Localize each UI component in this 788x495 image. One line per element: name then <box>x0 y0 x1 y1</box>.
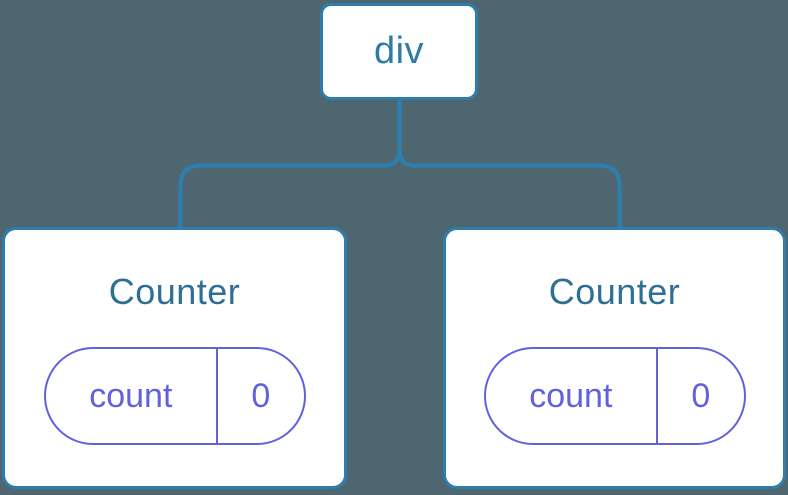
state-value: 0 <box>691 376 711 415</box>
state-pill: count 0 <box>483 347 746 446</box>
counter-title: Counter <box>108 271 241 312</box>
connector-right-branch <box>397 100 622 228</box>
state-key: count <box>46 349 219 444</box>
state-value: 0 <box>251 376 271 415</box>
counter-card-right: Counter count 0 <box>443 227 786 489</box>
state-pill: count 0 <box>43 347 306 446</box>
state-key: count <box>486 349 659 444</box>
counter-card-left: Counter count 0 <box>2 227 347 489</box>
root-node-div: div <box>320 3 478 100</box>
connector-left-branch <box>178 100 402 228</box>
counter-title: Counter <box>548 271 681 312</box>
root-node-label: div <box>373 30 425 72</box>
